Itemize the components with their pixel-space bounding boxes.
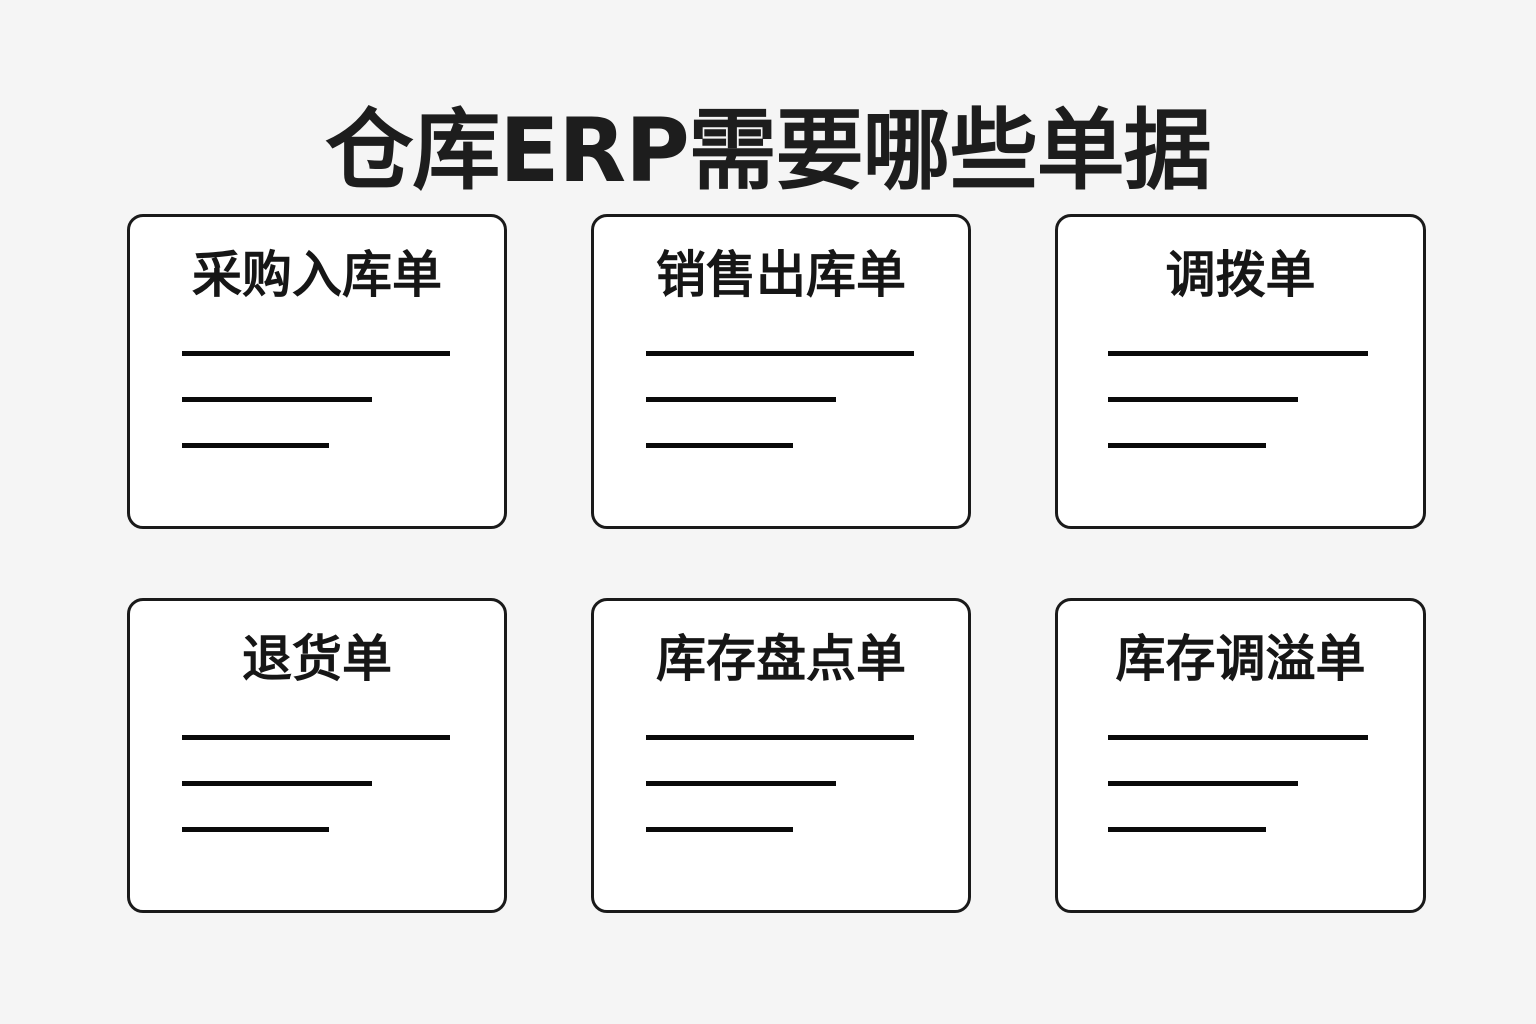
- card-title: 采购入库单: [192, 246, 442, 304]
- card-line-group: [646, 735, 968, 832]
- card-placeholder-line: [1108, 735, 1368, 740]
- card-title: 库存调溢单: [1115, 630, 1366, 688]
- card-placeholder-line: [1108, 443, 1266, 448]
- card-placeholder-line: [646, 735, 914, 740]
- card-placeholder-line: [646, 827, 793, 832]
- card-line-group: [182, 351, 504, 448]
- card-placeholder-line: [646, 781, 836, 786]
- card-placeholder-line: [646, 351, 914, 356]
- card-placeholder-line: [182, 827, 329, 832]
- card-placeholder-line: [646, 397, 836, 402]
- document-card-transfer[interactable]: 调拨单: [1055, 214, 1426, 529]
- card-line-group: [646, 351, 968, 448]
- card-placeholder-line: [1108, 781, 1298, 786]
- card-title: 退货单: [242, 630, 392, 688]
- card-placeholder-line: [182, 735, 450, 740]
- document-card-stock-overflow-adjust[interactable]: 库存调溢单: [1055, 598, 1426, 913]
- card-line-group: [1108, 735, 1423, 832]
- document-card-return[interactable]: 退货单: [127, 598, 507, 913]
- card-placeholder-line: [182, 397, 372, 402]
- document-card-purchase-inbound[interactable]: 采购入库单: [127, 214, 507, 529]
- card-placeholder-line: [1108, 827, 1266, 832]
- card-title: 调拨单: [1165, 246, 1316, 304]
- document-card-stocktaking[interactable]: 库存盘点单: [591, 598, 971, 913]
- card-placeholder-line: [646, 443, 793, 448]
- card-line-group: [182, 735, 504, 832]
- card-placeholder-line: [182, 443, 329, 448]
- page-title: 仓库ERP需要哪些单据: [325, 98, 1211, 202]
- card-placeholder-line: [1108, 397, 1298, 402]
- document-card-grid: 采购入库单 销售出库单 调拨单: [127, 214, 1426, 916]
- card-placeholder-line: [182, 781, 372, 786]
- card-placeholder-line: [1108, 351, 1368, 356]
- card-title: 库存盘点单: [656, 630, 906, 688]
- card-title: 销售出库单: [656, 246, 906, 304]
- document-card-sales-outbound[interactable]: 销售出库单: [591, 214, 971, 529]
- card-placeholder-line: [182, 351, 450, 356]
- card-line-group: [1108, 351, 1423, 448]
